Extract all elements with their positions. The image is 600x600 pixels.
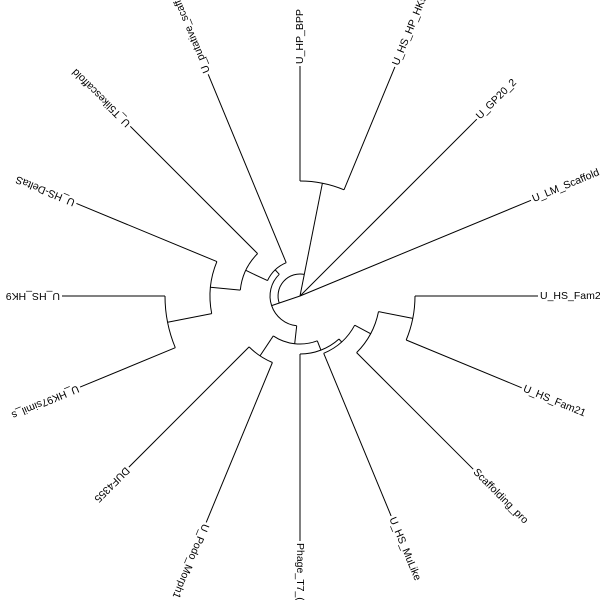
clade-arc <box>164 295 176 348</box>
leaf-label-putative: U_putative_scaff <box>172 0 213 75</box>
leaf-label-hp-bpp: U_HP_BPP <box>294 9 306 64</box>
leaf-branch <box>343 66 396 190</box>
internal-branch <box>271 295 301 307</box>
internal-branch <box>270 335 274 340</box>
leaf-branch <box>299 118 478 297</box>
leaf-label-lm-scaffold: U_LM_Scaffold <box>530 166 600 205</box>
leaf-label-t5like: U_T5likescaffold <box>70 66 133 129</box>
clade-arc <box>267 262 287 281</box>
clade-arc <box>299 338 340 355</box>
clade-arc <box>239 253 258 291</box>
internal-branch <box>294 325 298 344</box>
internal-branch <box>274 269 280 275</box>
internal-branch <box>310 183 323 243</box>
leaf-label-hs-deltas: U_HS-DeltaS <box>14 173 77 208</box>
internal-branch <box>354 324 371 335</box>
leaf-branch <box>205 362 273 523</box>
leaf-label-hs-hk9: U_HS_HK9 <box>6 290 60 302</box>
leaf-label-hs-hp-hk: U_HS_HP_HK9, <box>390 0 431 67</box>
clade-arc <box>299 180 345 191</box>
leaf-labels: U_HP_BPP U_HS_HP_HK9, U_GP20_2 U_LM_Scaf… <box>6 0 600 600</box>
leaf-label-scaffolding-pro: Scaffolding_pro <box>471 466 531 526</box>
leaf-branch <box>76 202 218 263</box>
leaf-label-hs-mulike: U_HS_MuLike <box>386 515 423 582</box>
clade-arc <box>356 311 379 353</box>
clade-arc <box>273 335 318 345</box>
leaf-branch <box>79 347 176 388</box>
tree-branches <box>62 66 538 541</box>
internal-branch <box>303 242 312 275</box>
leaf-label-hk97similar: U_HK97simil_s <box>10 382 81 421</box>
leaf-branch <box>356 352 474 470</box>
clade-arc <box>405 295 416 341</box>
leaf-branch <box>207 74 287 263</box>
internal-branch <box>378 311 413 319</box>
leaf-branch <box>128 346 250 468</box>
internal-branch <box>167 313 212 323</box>
leaf-label-gp20: U_GP20_2 <box>474 77 519 122</box>
leaf-label-podo-morph: U_Podo_Morph1 <box>170 522 212 600</box>
internal-branch <box>210 286 241 291</box>
internal-branch <box>299 274 305 297</box>
leaf-branch <box>299 199 532 297</box>
leaf-label-hs-fam21: U_HS_Fam21 <box>521 383 587 420</box>
leaf-label-duf4355: DUF4355 <box>92 464 132 504</box>
leaf-branch <box>406 339 522 389</box>
internal-branch <box>252 273 268 282</box>
leaf-label-phage-t7: Phage_T7_( <box>294 543 306 600</box>
internal-branch <box>316 340 322 351</box>
leaf-branch <box>323 353 392 517</box>
clade-arc <box>323 324 356 354</box>
clade-arc <box>209 261 218 314</box>
leaf-branch <box>129 125 258 254</box>
leaf-label-hs-fam2: U_HS_Fam2 <box>540 290 600 302</box>
internal-branch <box>259 338 272 357</box>
clade-arc <box>269 273 297 327</box>
root-arc <box>277 273 305 304</box>
internal-branch <box>245 269 254 275</box>
internal-branch <box>338 338 341 341</box>
